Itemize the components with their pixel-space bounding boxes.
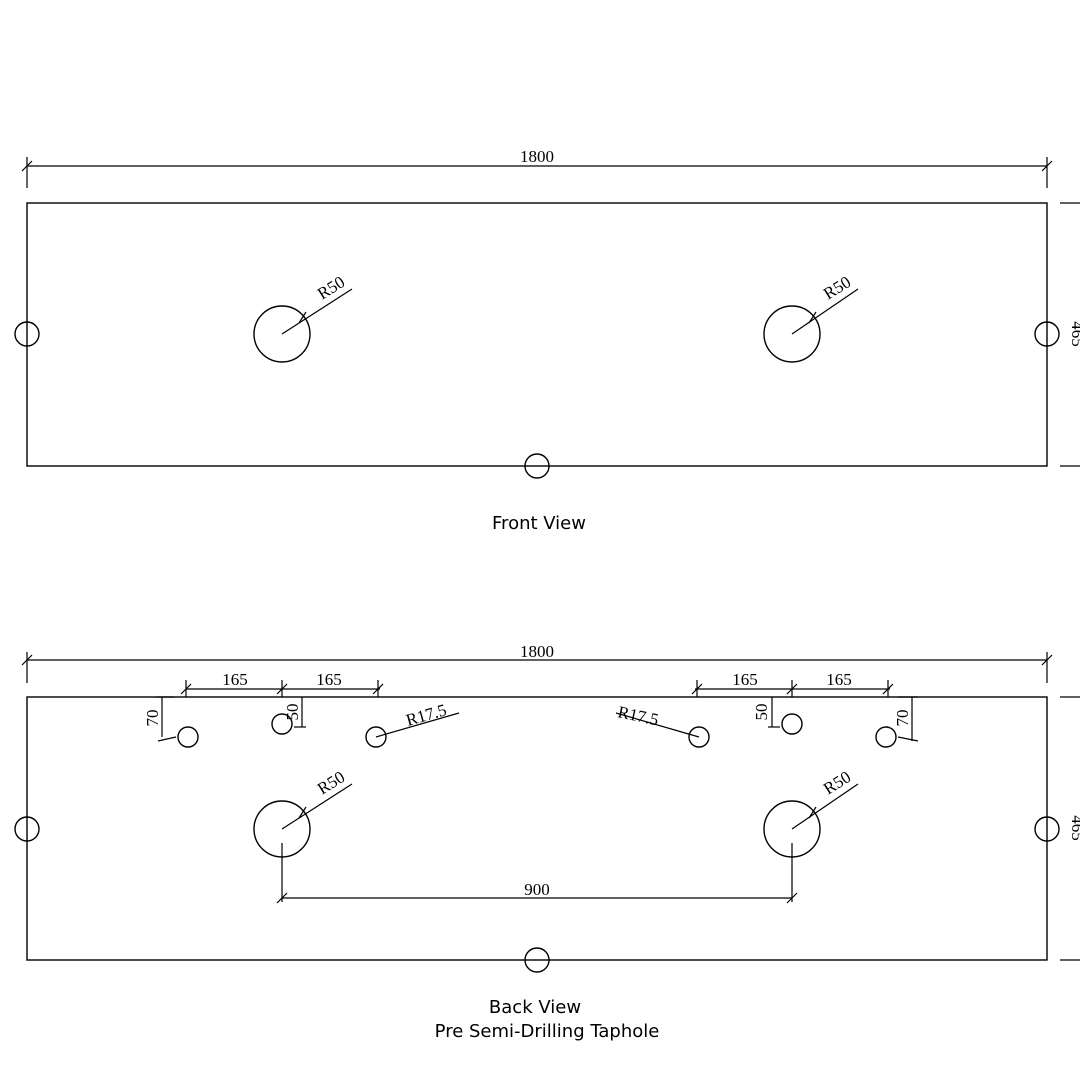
svg-text:465: 465 xyxy=(1068,815,1080,841)
bowl-spacing-label: 900 xyxy=(524,880,550,899)
right-spacing-1: 165 xyxy=(732,670,758,689)
front-width-label: 1800 xyxy=(520,147,554,166)
back-width-label: 1800 xyxy=(520,642,554,661)
back-right-edge-marker xyxy=(1034,816,1060,842)
svg-text:465: 465 xyxy=(1068,321,1080,347)
right-taphole-center xyxy=(781,713,803,735)
left-spacing-2: 165 xyxy=(316,670,342,689)
front-left-edge-marker xyxy=(14,321,40,347)
front-right-bowl-radius: R50 xyxy=(820,272,854,303)
back-view-caption: Back View xyxy=(489,997,581,1018)
back-right-bowl-radius: R50 xyxy=(820,767,854,798)
right-center-offset: 50 xyxy=(752,704,771,721)
left-outer-offset: 70 xyxy=(143,710,162,727)
right-taphole-outer xyxy=(875,726,897,748)
back-left-bowl-radius: R50 xyxy=(314,767,348,798)
left-spacing-1: 165 xyxy=(222,670,248,689)
right-taphole-radius: R17.5 xyxy=(616,702,660,729)
back-view-subcaption: Pre Semi-Drilling Taphole xyxy=(435,1021,660,1042)
front-width-dimension: 1800 xyxy=(21,147,1053,188)
right-taphole-inner xyxy=(688,726,710,748)
front-left-bowl-radius: R50 xyxy=(314,272,348,303)
right-outer-offset: 70 xyxy=(893,710,912,727)
front-left-bowl: R50 xyxy=(253,272,353,363)
back-left-edge-marker xyxy=(14,816,40,842)
front-top-outline xyxy=(26,202,1048,467)
front-right-edge-marker xyxy=(1034,321,1060,347)
back-bottom-edge-marker xyxy=(524,947,550,973)
front-view: 1800 465 R50 R50 Front View xyxy=(14,147,1080,534)
right-taphole-group: 165 165 50 70 R17.5 xyxy=(615,670,919,748)
back-view: 1800 465 165 165 70 50 xyxy=(14,642,1080,1042)
left-taphole-inner xyxy=(365,726,387,748)
back-top-outline xyxy=(26,696,1048,961)
front-right-bowl: R50 xyxy=(763,272,859,363)
bowl-spacing-dimension: 900 xyxy=(276,843,798,904)
left-center-offset: 50 xyxy=(283,704,302,721)
left-taphole-group: 165 165 70 50 R17.5 xyxy=(143,670,460,748)
back-left-bowl: R50 xyxy=(253,767,353,858)
right-spacing-2: 165 xyxy=(826,670,852,689)
left-taphole-center xyxy=(271,713,293,735)
front-bottom-edge-marker xyxy=(524,453,550,479)
back-width-dimension: 1800 xyxy=(21,642,1053,683)
left-taphole-radius: R17.5 xyxy=(404,700,449,730)
back-right-bowl: R50 xyxy=(763,767,859,858)
front-view-caption: Front View xyxy=(492,513,586,534)
left-taphole-outer xyxy=(177,726,199,748)
